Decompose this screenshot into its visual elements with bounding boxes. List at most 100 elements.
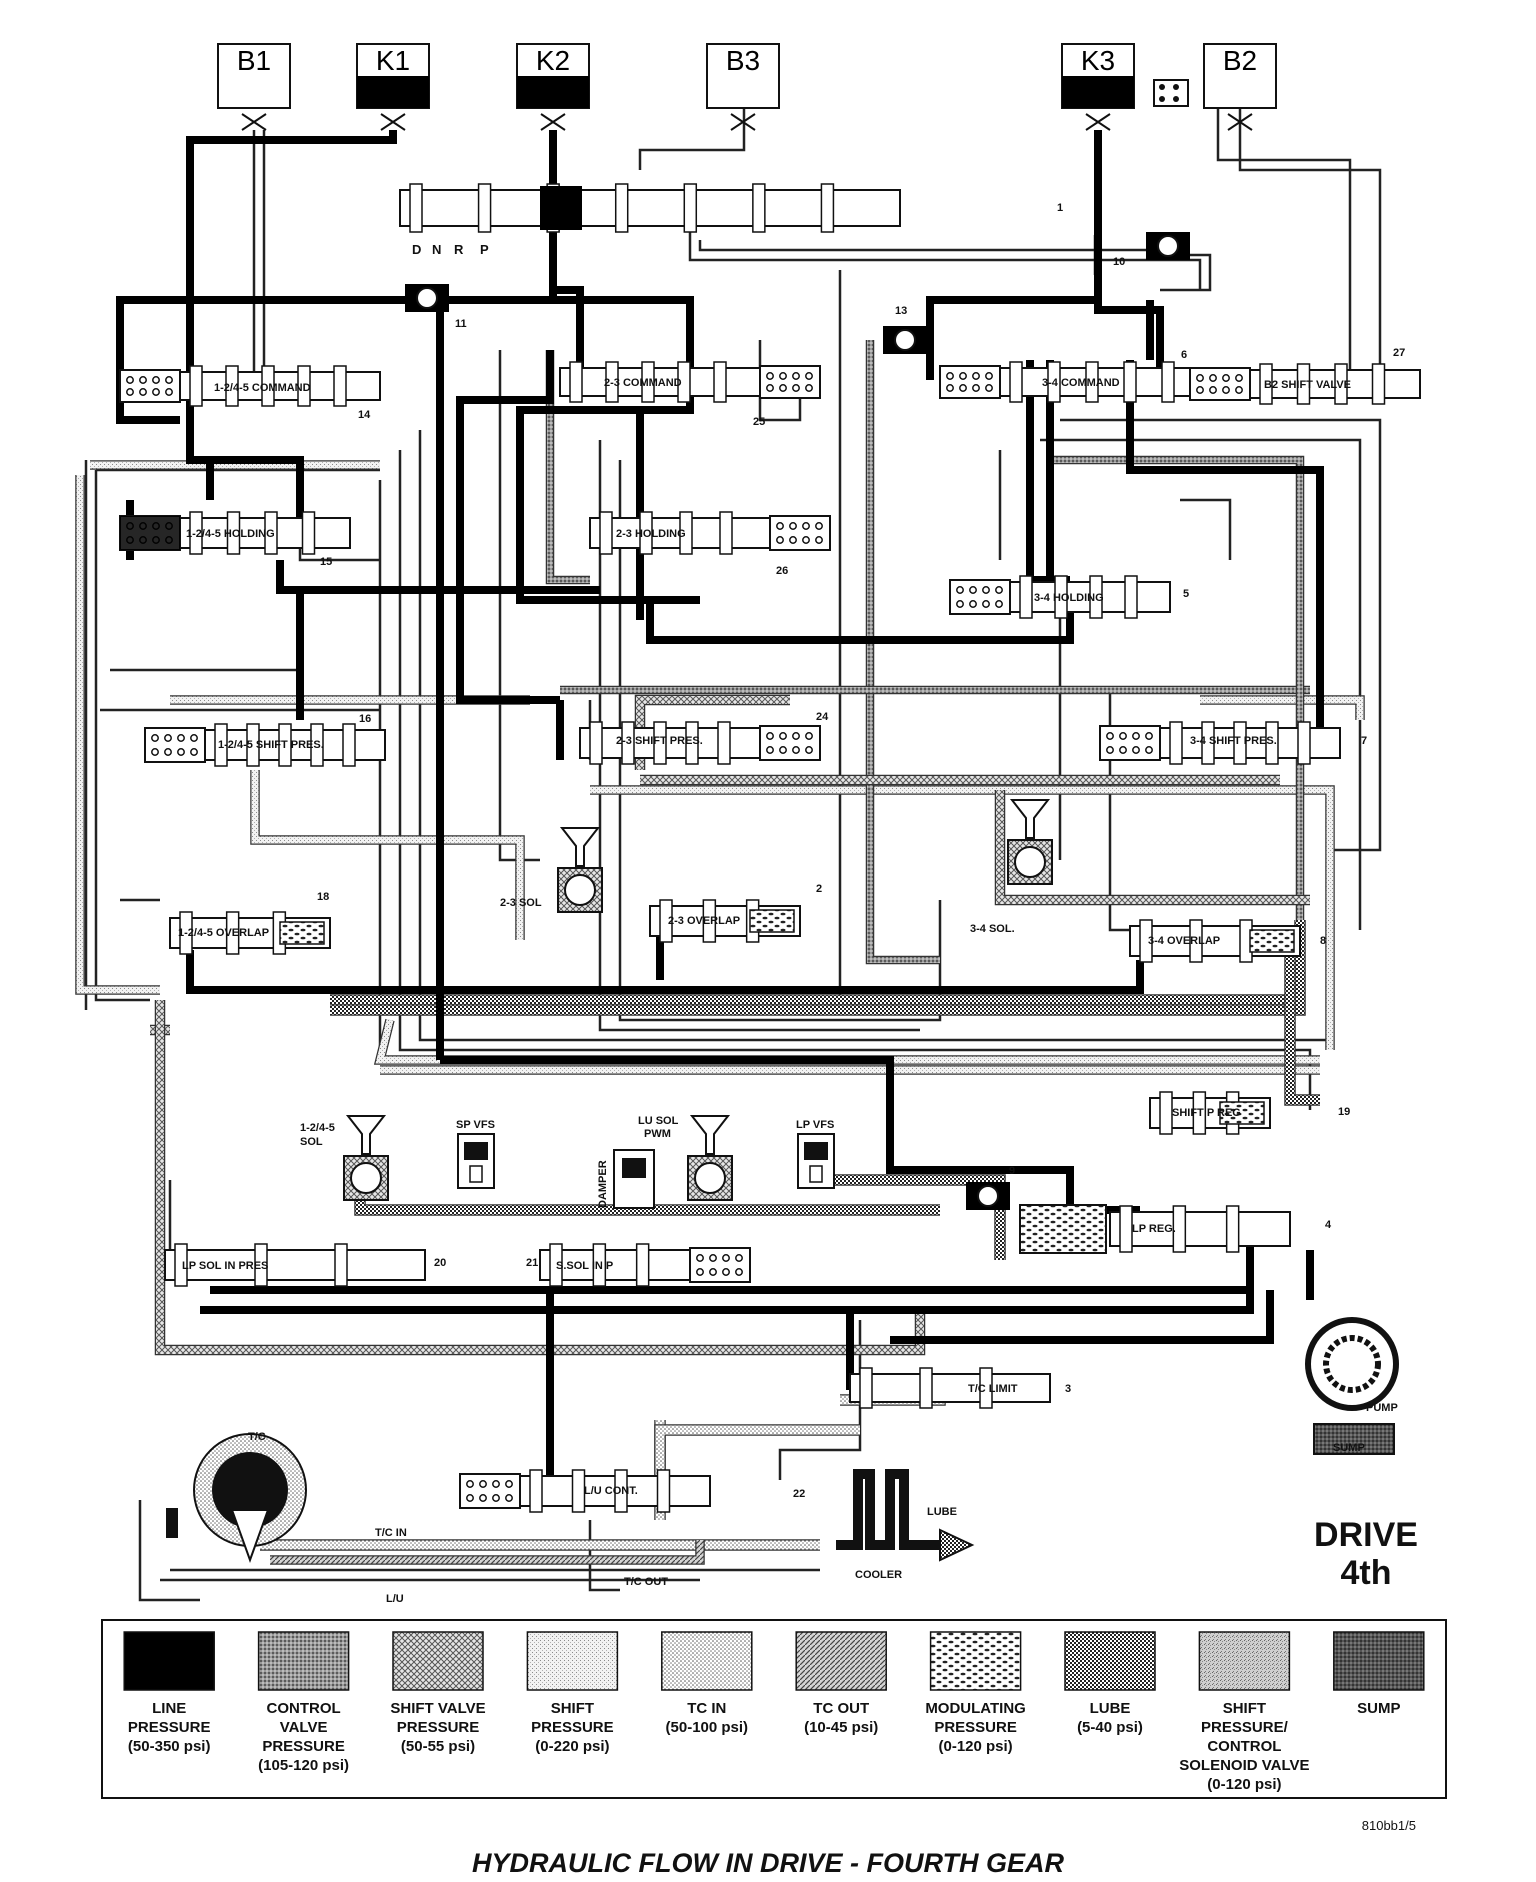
label-shift-34: 3-4 SHIFT PRES.: [1190, 735, 1277, 747]
passage-line: [890, 1290, 1274, 1344]
callout-25: 25: [753, 416, 765, 428]
passage-lube: [800, 1175, 1005, 1260]
label-sol-1245-a: 1-2/4-5: [300, 1122, 335, 1134]
label-tc-out: T/C OUT: [624, 1576, 668, 1588]
legend-swatch-shiftsol: [1198, 1631, 1291, 1691]
passage-thin: [1040, 438, 1362, 930]
passage-line: [553, 286, 584, 380]
legend-item-lube: LUBE(5-40 psi): [1064, 1631, 1156, 1736]
passage-shift: [590, 786, 1334, 1050]
legend-text-tcout-1: (10-45 psi): [804, 1719, 878, 1736]
label-sol-23: 2-3 SOL: [500, 897, 542, 909]
legend-text-mod-2: (0-120 psi): [938, 1738, 1012, 1755]
torque-converter: [166, 1433, 307, 1563]
solenoid-2-3: [557, 827, 603, 913]
component-label-b1: B1: [237, 45, 271, 76]
passage-line: [190, 456, 304, 520]
label-cmd-34: 3-4 COMMAND: [1042, 377, 1120, 389]
callout-19: 19: [1338, 1106, 1350, 1118]
label-sol-34: 3-4 SOL.: [970, 923, 1015, 935]
legend-text-shiftsol-3: SOLENOID VALVE: [1179, 1757, 1309, 1774]
legend-text-shiftvalve-1: PRESSURE: [397, 1719, 480, 1736]
misc-labels: T/C T/C IN T/C OUT L/U LUBE COOLER PUMP …: [248, 1402, 1398, 1605]
passage-thin: [1060, 418, 1382, 852]
component-b1: B1: [217, 43, 291, 131]
legend-text-tcout-0: TC OUT: [813, 1700, 869, 1717]
legend-item-sump: SUMP: [1333, 1631, 1425, 1717]
legend-text-line-0: LINE: [152, 1700, 186, 1717]
label-s-sol-in: S.SOL IN P: [556, 1260, 613, 1272]
label-cooler: COOLER: [855, 1569, 902, 1581]
legend-text-shiftsol-2: CONTROL: [1207, 1738, 1281, 1755]
passage-shift: [1200, 696, 1364, 720]
component-k2: K2: [516, 43, 590, 131]
legend-swatch-control: [257, 1631, 350, 1691]
legend-text-shiftvalve-2: (50-55 psi): [401, 1738, 475, 1755]
legend-text-tcin-0: TC IN: [687, 1700, 726, 1717]
passage-shiftvalve: [996, 790, 1310, 904]
legend-item-shift: SHIFT PRESSURE (0-220 psi): [526, 1631, 619, 1755]
legend-text-shift-2: (0-220 psi): [535, 1738, 609, 1755]
passage-shift: [375, 1019, 1320, 1064]
legend-text-shift-1: PRESSURE: [531, 1719, 614, 1736]
legend-text-shiftsol-4: (0-120 psi): [1207, 1776, 1281, 1793]
passage-thin: [418, 430, 1330, 1042]
label-lp-reg: LP REG.: [1132, 1223, 1176, 1235]
valve-lu-cont: [459, 1469, 711, 1513]
passage-thin: [398, 450, 1312, 1110]
passage-thin: [498, 350, 540, 862]
callout-16: 16: [359, 713, 371, 725]
caption: HYDRAULIC FLOW IN DRIVE - FOURTH GEAR: [472, 1848, 1064, 1878]
passage-thin: [1216, 108, 1352, 380]
component-label-k3: K3: [1081, 45, 1115, 76]
legend-swatch-tcout: [795, 1631, 887, 1691]
passage-line: [186, 130, 397, 380]
legend-text-control-0: CONTROL: [267, 1700, 341, 1717]
label-lu-sol-b: PWM: [644, 1128, 671, 1140]
label-shift-1245: 1-2/4-5 SHIFT PRES.: [218, 739, 324, 751]
legend-text-sump-0: SUMP: [1357, 1700, 1400, 1717]
label-sump: SUMP: [1333, 1442, 1365, 1454]
callout-14: 14: [358, 409, 371, 421]
passage-thin: [1160, 253, 1212, 292]
legend-text-shift-0: SHIFT: [551, 1700, 594, 1717]
passage-line: [553, 296, 694, 350]
valve-shift-23: [579, 721, 821, 765]
legend-text-line-1: PRESSURE: [128, 1719, 211, 1736]
passage-control: [867, 340, 940, 963]
label-cmd-23: 2-3 COMMAND: [604, 377, 682, 389]
b2-accumulator: [1153, 79, 1189, 107]
component-label-b3: B3: [726, 45, 760, 76]
callout-3: 3: [1065, 1383, 1071, 1395]
passage-lube: [1285, 930, 1320, 1105]
mode-line2: 4th: [1341, 1554, 1392, 1592]
legend-swatch-line: [123, 1631, 215, 1691]
passage-line: [440, 1056, 1140, 1214]
label-lu-cont: L/U CONT.: [584, 1485, 638, 1497]
check-ball-11: [405, 284, 449, 312]
callout-26: 26: [776, 565, 788, 577]
callout-27: 27: [1393, 347, 1405, 359]
valve-cmd-23: [559, 361, 821, 403]
valve-ovl-23: [649, 899, 801, 943]
legend-swatch-sump: [1333, 1631, 1425, 1691]
pump: [1305, 1317, 1399, 1455]
passage-thin: [688, 230, 1202, 290]
callout-9: 9: [1009, 1165, 1015, 1177]
vfs-sp: [457, 1133, 495, 1189]
label-lp-sol-in: LP SOL IN PRES: [182, 1260, 268, 1272]
legend-text-mod-1: PRESSURE: [934, 1719, 1017, 1736]
mode-line1: DRIVE: [1314, 1516, 1418, 1554]
legend-item-tcout: TC OUT (10-45 psi): [795, 1631, 887, 1736]
callout-6: 6: [1181, 349, 1187, 361]
label-tc: T/C: [248, 1431, 266, 1443]
passage-thin: [698, 240, 1190, 252]
passage-shiftvalve: [156, 1000, 924, 1354]
legend-swatch-lube: [1064, 1631, 1156, 1691]
